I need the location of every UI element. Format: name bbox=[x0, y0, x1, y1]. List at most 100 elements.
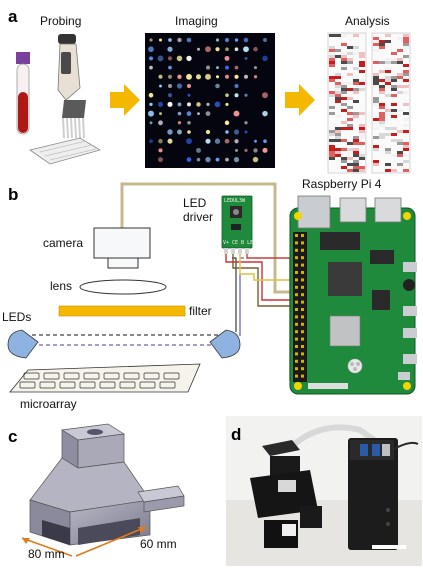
fluorescent-spot bbox=[253, 75, 258, 79]
fluorescent-spot bbox=[187, 130, 191, 134]
heatmap-cell bbox=[341, 34, 347, 37]
heatmap-cell bbox=[359, 88, 365, 91]
heatmap-cell bbox=[379, 40, 385, 43]
fluorescent-spot bbox=[263, 38, 267, 42]
heatmap-cell bbox=[385, 169, 391, 172]
heatmap-cell bbox=[329, 46, 335, 49]
fluorescent-spot bbox=[215, 75, 220, 79]
fluorescent-spot bbox=[225, 130, 229, 134]
heatmap-cell bbox=[353, 151, 359, 154]
lens-icon bbox=[79, 279, 167, 295]
heatmap-cell bbox=[353, 139, 359, 142]
fluorescent-spot bbox=[177, 129, 182, 135]
fluorescent-spot bbox=[197, 112, 200, 116]
gpio-pin bbox=[295, 367, 298, 371]
fluorescent-spot bbox=[186, 37, 192, 43]
lens-label: lens bbox=[50, 279, 72, 293]
fluorescent-spot bbox=[205, 138, 211, 144]
heatmap-cell bbox=[347, 148, 353, 151]
gpio-pin bbox=[301, 248, 304, 252]
heatmap-cell bbox=[385, 148, 391, 151]
fluorescent-spot bbox=[243, 37, 249, 43]
heatmap-cell bbox=[397, 130, 403, 133]
fluorescent-spot bbox=[195, 74, 202, 80]
heatmap-cell bbox=[329, 157, 335, 160]
pipette-icon bbox=[57, 34, 86, 139]
heatmap-cell bbox=[379, 133, 385, 136]
heatmap-cell bbox=[347, 46, 353, 49]
gpio-pin bbox=[295, 308, 298, 311]
heatmap-cell bbox=[379, 61, 385, 64]
heatmap-cell bbox=[397, 109, 403, 112]
gpio-pin bbox=[301, 285, 304, 289]
heatmap-cell bbox=[359, 127, 365, 130]
heatmap-cell bbox=[391, 109, 397, 112]
camera-label: camera bbox=[43, 236, 83, 250]
fluorescent-spot bbox=[233, 110, 240, 117]
heatmap-cell bbox=[403, 145, 409, 148]
fluorescent-spot bbox=[215, 38, 220, 42]
heatmap-cell bbox=[403, 142, 409, 145]
slide-icon bbox=[29, 137, 102, 165]
fluorescent-spot bbox=[234, 83, 239, 89]
heatmap-cell bbox=[391, 169, 397, 172]
heatmap-cell bbox=[373, 118, 379, 121]
gpio-pin bbox=[295, 271, 298, 274]
heatmap-cell bbox=[397, 163, 403, 166]
heatmap-cell bbox=[391, 139, 397, 142]
dim-60-label: 60 mm bbox=[140, 537, 177, 551]
heatmap-cell bbox=[347, 142, 353, 145]
fluorescent-spot bbox=[167, 56, 173, 61]
heatmap-cell bbox=[391, 115, 397, 118]
heatmap-cell bbox=[397, 61, 403, 64]
heatmap-cell bbox=[403, 73, 409, 76]
heatmap-cell bbox=[347, 151, 353, 154]
fluorescent-spot bbox=[234, 93, 239, 98]
microarray-well bbox=[83, 372, 100, 380]
gpio-pin bbox=[301, 374, 304, 378]
heatmap-cell bbox=[329, 61, 335, 64]
heatmap-cell bbox=[403, 169, 409, 172]
heatmap-cell bbox=[391, 58, 397, 61]
fluorescent-spot bbox=[244, 74, 248, 79]
led-driver-pins: V+ CE B LED bbox=[223, 240, 256, 246]
heatmap-cell bbox=[335, 34, 341, 37]
fluorescent-spot bbox=[262, 55, 268, 62]
gpio-pin bbox=[295, 337, 298, 341]
heatmap-cell bbox=[397, 76, 403, 79]
microarray-well bbox=[119, 381, 136, 389]
fluorescent-spot bbox=[186, 73, 192, 80]
filter-icon bbox=[58, 305, 186, 317]
heatmap-cell bbox=[353, 46, 359, 49]
raspberry-logo-icon bbox=[347, 358, 363, 374]
gpio-pin bbox=[301, 352, 304, 356]
microarray-well bbox=[123, 372, 140, 380]
heatmap-cell bbox=[385, 163, 391, 166]
camera-icon bbox=[93, 227, 151, 269]
heatmap-cell bbox=[341, 58, 347, 61]
enclosure-cad-model bbox=[29, 423, 185, 546]
heatmap-cell bbox=[397, 85, 403, 88]
led-left-icon bbox=[7, 329, 39, 359]
heatmap-cell bbox=[341, 97, 347, 100]
heatmap-cell bbox=[403, 37, 409, 40]
heatmap-cell bbox=[329, 49, 335, 52]
fluorescent-spot bbox=[224, 120, 230, 126]
heatmap-cell bbox=[403, 79, 409, 82]
heatmap-cell bbox=[329, 64, 335, 67]
heatmap-cell bbox=[359, 142, 365, 145]
heatmap-cell bbox=[373, 103, 379, 106]
heatmap-cell bbox=[341, 82, 347, 85]
microarray-well bbox=[139, 381, 156, 389]
heatmap-cell bbox=[385, 70, 391, 73]
microarray-well bbox=[159, 381, 176, 389]
fluorescent-spot bbox=[244, 56, 248, 60]
fluorescent-spot bbox=[225, 65, 229, 70]
fluorescent-spot bbox=[186, 157, 192, 162]
heatmap-cell bbox=[403, 148, 409, 151]
fluorescent-spot bbox=[224, 74, 230, 79]
fluorescent-spot bbox=[215, 83, 220, 89]
fluorescent-spot bbox=[252, 156, 259, 163]
heatmap-cell bbox=[403, 154, 409, 157]
gpio-pin bbox=[295, 374, 298, 378]
